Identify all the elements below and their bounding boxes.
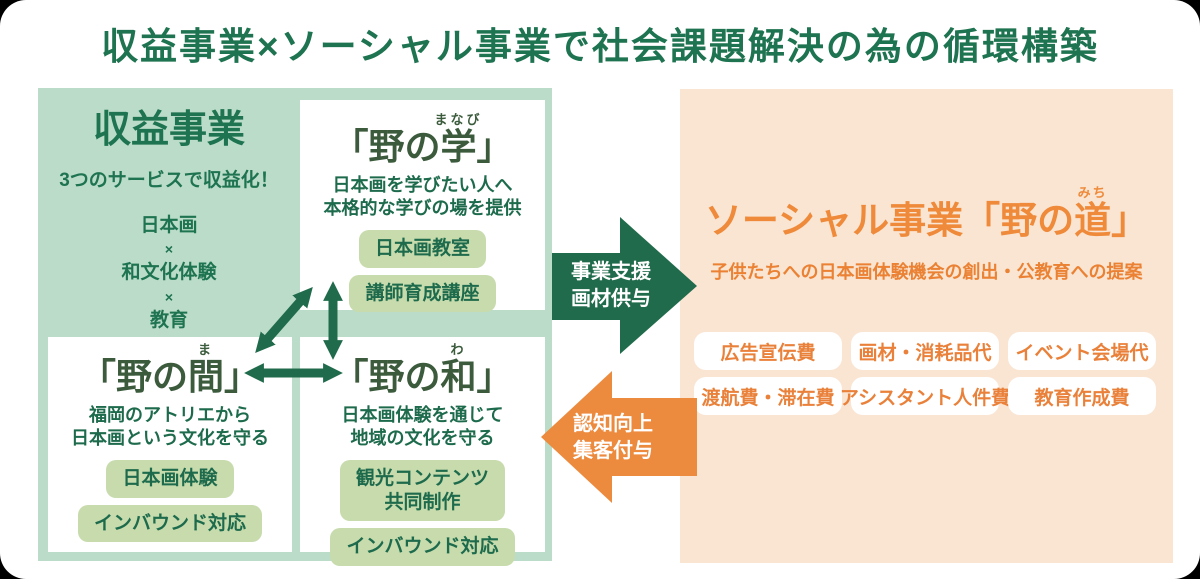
social-subheading: 子供たちへの日本画体験機会の創出・公教育への提案 [710,261,1143,282]
cost-item: 広告宣伝費 [694,332,842,370]
stack-item: 日本画 [140,214,198,236]
service-description: 日本画体験を通じて 地域の文化を守る [341,404,504,448]
service-title: 「野のまなび学」 [332,112,513,167]
service-description: 福岡のアトリエから 日本画という文化を守る [71,404,269,448]
cost-items-grid: 広告宣伝費 画材・消耗品代 イベント会場代 渡航費・滞在費 アシスタント人件費 … [694,332,1156,415]
service-tag: インバウンド対応 [77,504,262,543]
stack-item: 教育 [149,309,188,331]
cost-item: 渡航費・滞在費 [694,377,842,415]
furigana: ま [197,342,214,357]
service-box-nonoma: 「野のま間」 福岡のアトリエから 日本画という文化を守る 日本画体験 インバウン… [48,337,292,552]
service-description: 日本画を学びたい人へ 本格的な学びの場を提供 [323,174,522,218]
cost-item: 画材・消耗品代 [851,332,999,370]
revenue-service-stack: 日本画 × 和文化体験 × 教育 [38,213,300,335]
page-title: 収益事業×ソーシャル事業で社会課題解決の為の循環構築 [101,26,1099,67]
service-box-nonomanabi: 「野のまなび学」 日本画を学びたい人へ 本格的な学びの場を提供 日本画教室 講師… [300,100,545,313]
multiply-sign: × [164,288,174,305]
social-heading: ソーシャル事業「野のみち道」 [704,185,1149,241]
service-tag: 講師育成講座 [349,274,496,313]
service-title: 「野のわ和」 [332,342,513,397]
service-tag: 日本画体験 [106,459,234,498]
cost-item: イベント会場代 [1008,332,1156,370]
revenue-panel: 収益事業 3つのサービスで収益化！ 日本画 × 和文化体験 × 教育 「野のまな… [38,88,552,567]
service-box-nonowa: 「野のわ和」 日本画体験を通じて 地域の文化を守る 観光コンテンツ 共同制作 イ… [300,337,545,567]
social-panel: ソーシャル事業「野のみち道」 子供たちへの日本画体験機会の創出・公教育への提案 … [680,89,1173,563]
service-title: 「野のま間」 [79,342,261,397]
revenue-subheading: 3つのサービスで収益化！ [59,169,279,191]
cost-item: 教育作成費 [1008,377,1156,415]
service-tag: 日本画教室 [358,229,486,268]
flow-label-to-social: 事業支援 画材供与 [571,261,651,310]
service-tag: インバウンド対応 [330,528,515,567]
revenue-summary: 収益事業 3つのサービスで収益化！ 日本画 × 和文化体験 × 教育 [38,109,300,335]
revenue-heading: 収益事業 [92,109,245,151]
cost-item: アシスタント人件費 [840,377,1010,415]
furigana: まなび [434,112,483,127]
flow-label-to-revenue: 認知向上 集客付与 [573,413,653,462]
furigana: わ [450,342,467,357]
furigana: みち [1077,185,1108,200]
stack-item: 和文化体験 [121,262,217,284]
service-tag: 観光コンテンツ 共同制作 [339,459,505,522]
multiply-sign: × [164,241,174,258]
